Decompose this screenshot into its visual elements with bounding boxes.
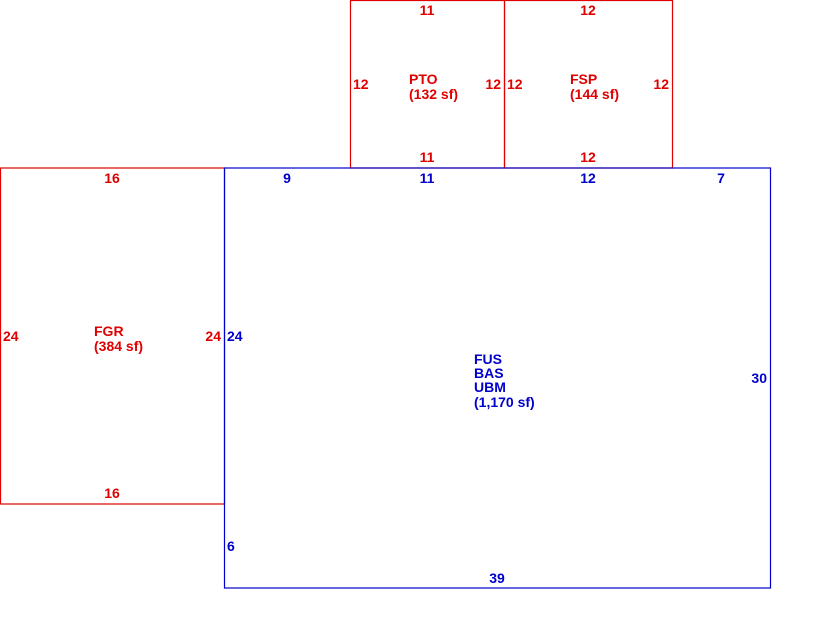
main-dim-left-upper: 24 (227, 328, 243, 344)
fsp-area: (144 sf) (570, 86, 619, 102)
pto-code: PTO (409, 71, 438, 87)
fgr-code: FGR (94, 323, 124, 339)
main-code-3: UBM (474, 379, 506, 395)
pto-dim-top: 11 (420, 2, 435, 18)
fgr-dim-right: 24 (205, 328, 221, 344)
main-code-1: FUS (474, 351, 502, 367)
fsp-code: FSP (570, 71, 597, 87)
main-dim-bottom: 39 (489, 570, 505, 586)
fgr-area: (384 sf) (94, 338, 143, 354)
main-code-2: BAS (474, 365, 504, 381)
fgr-dim-top: 16 (104, 170, 120, 186)
main-dim-top-a: 9 (283, 170, 291, 186)
pto-dim-right: 12 (485, 76, 501, 92)
main-area: (1,170 sf) (474, 394, 535, 410)
pto-dim-bottom: 11 (420, 149, 435, 165)
fgr-dim-bottom: 16 (104, 485, 120, 501)
fsp-dim-right: 12 (653, 76, 669, 92)
main-dim-top-d: 7 (717, 170, 725, 186)
main-dim-top-c: 12 (580, 170, 596, 186)
pto-area: (132 sf) (409, 86, 458, 102)
fgr-dim-left: 24 (3, 328, 19, 344)
fsp-dim-bottom: 12 (580, 149, 596, 165)
main-dim-top-b: 11 (420, 170, 435, 186)
main-area-outline (223, 167, 772, 589)
main-dim-right: 30 (751, 370, 767, 386)
pto-dim-left: 12 (353, 76, 369, 92)
fsp-dim-left: 12 (507, 76, 523, 92)
fsp-dim-top: 12 (580, 2, 596, 18)
main-dim-left-lower: 6 (227, 538, 235, 554)
